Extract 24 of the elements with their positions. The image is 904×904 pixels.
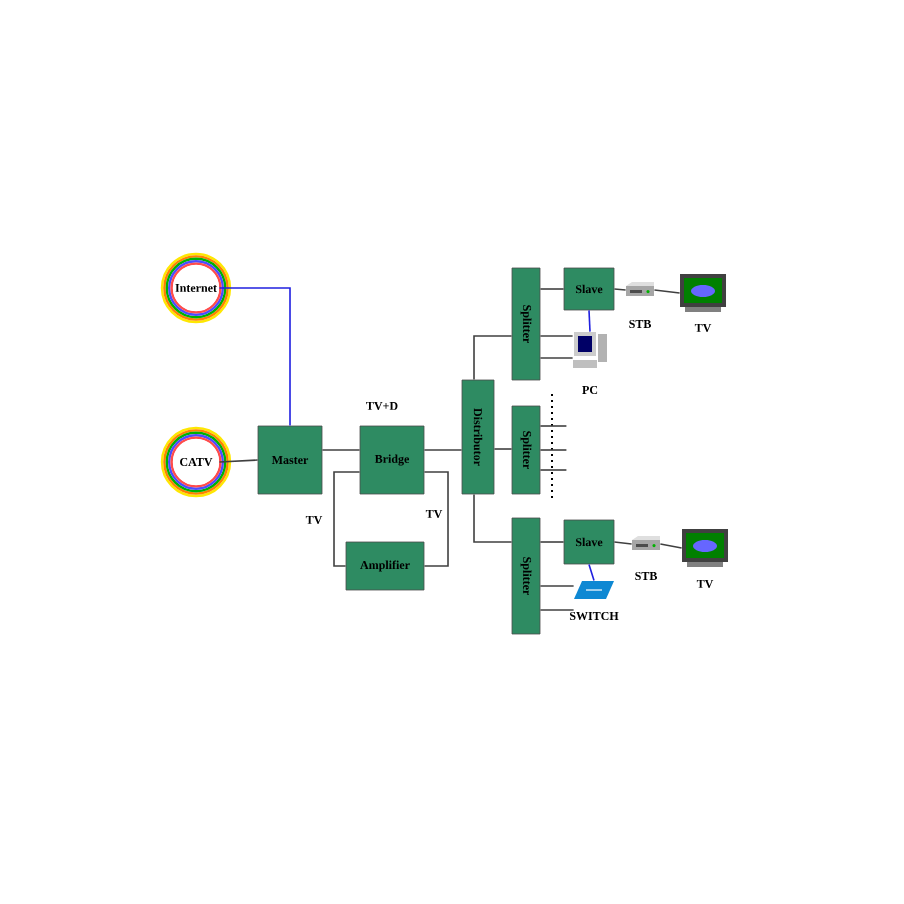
connector bbox=[539, 425, 568, 427]
connector bbox=[321, 449, 361, 451]
connector bbox=[333, 471, 361, 567]
connector bbox=[539, 541, 565, 543]
connector bbox=[423, 471, 449, 567]
connector bbox=[588, 563, 595, 582]
connector bbox=[613, 541, 633, 545]
connector bbox=[473, 493, 513, 543]
connector bbox=[423, 449, 463, 451]
connector bbox=[613, 288, 627, 291]
connector bbox=[473, 335, 513, 381]
connector bbox=[539, 357, 574, 359]
connector bbox=[653, 289, 681, 294]
connector bbox=[588, 309, 591, 333]
connector bbox=[659, 543, 683, 549]
connector bbox=[539, 449, 568, 451]
connector bbox=[539, 335, 574, 337]
connector bbox=[539, 288, 565, 290]
connector bbox=[493, 448, 513, 450]
connector bbox=[218, 287, 291, 427]
connector bbox=[539, 585, 575, 587]
connector bbox=[539, 609, 575, 611]
connector bbox=[539, 469, 568, 471]
connector bbox=[218, 459, 259, 463]
